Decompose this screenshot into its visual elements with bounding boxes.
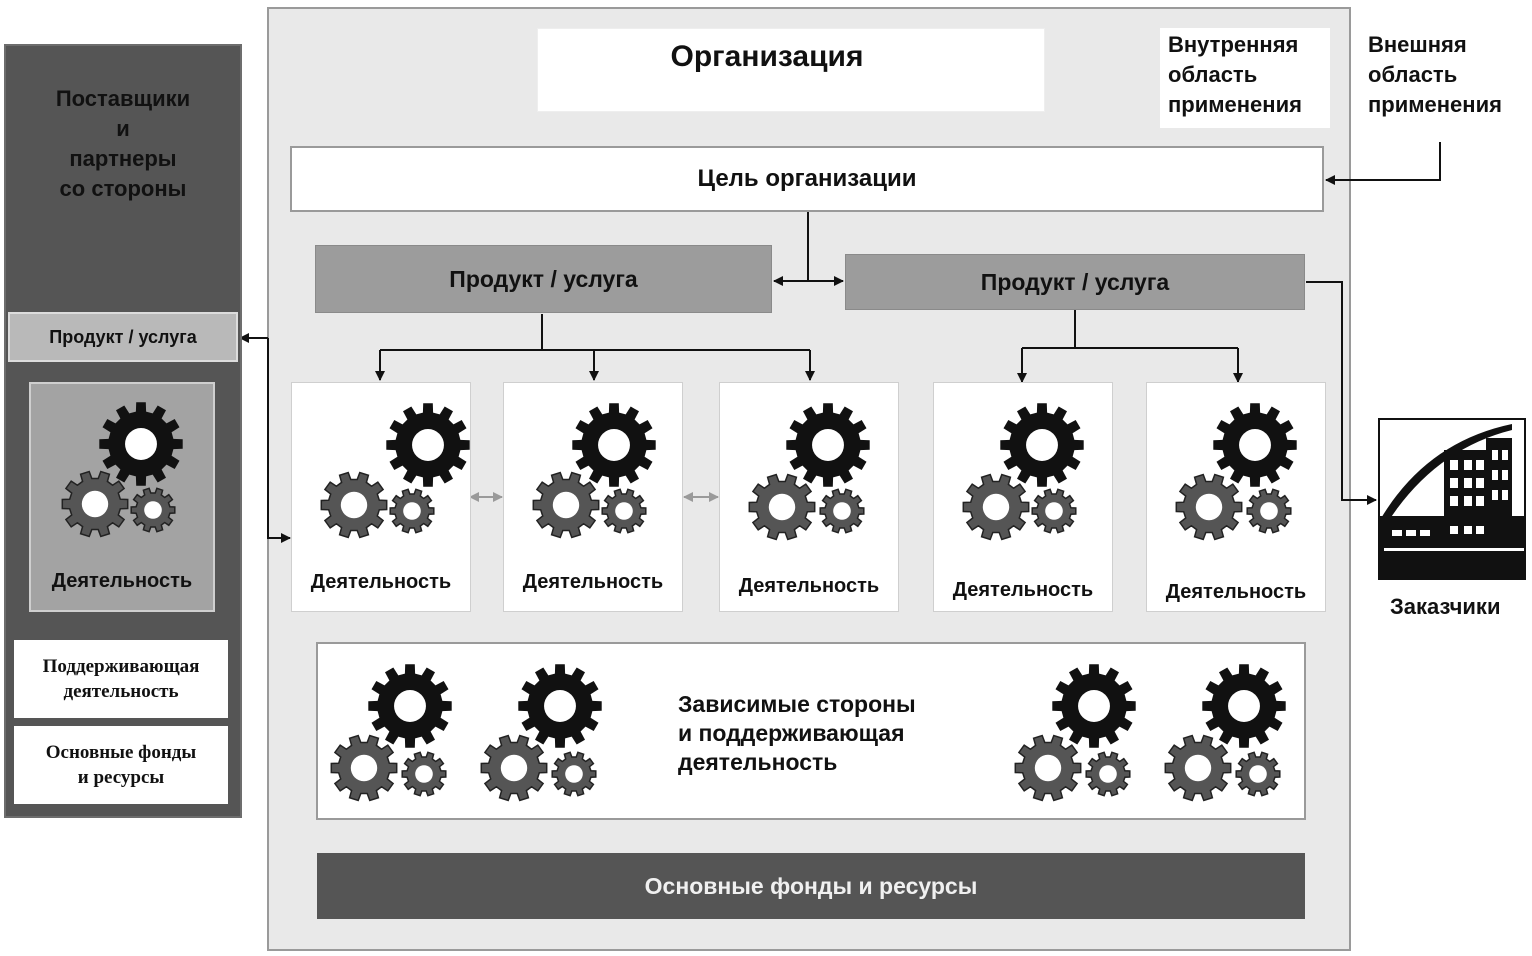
assets-resources-bar: Основные фонды и ресурсы — [317, 853, 1305, 919]
activity-label: Деятельность — [738, 575, 880, 597]
activity-card: Деятельность — [933, 382, 1113, 612]
activity-label: Деятельность — [310, 571, 452, 593]
organization-goal-box: Цель организации — [290, 146, 1324, 212]
organization-title: Организация — [670, 40, 864, 73]
gear-icon — [748, 403, 870, 541]
supplier-support-box: Поддерживающая деятельность — [14, 640, 228, 718]
activity-label: Деятельность — [522, 571, 664, 593]
organization-title-box — [537, 28, 1045, 112]
customers-label: Заказчики — [1390, 594, 1501, 619]
internal-scope-box — [1160, 28, 1330, 128]
gear-icon — [532, 403, 656, 539]
suppliers-title: Поставщики и партнеры со стороны — [55, 86, 191, 201]
supplier-product-box: Продукт / услуга — [8, 312, 238, 362]
supplier-activity-card: Деятельность — [29, 382, 215, 612]
internal-scope-label: Внутренняя область применения — [1168, 32, 1302, 117]
activity-card: Деятельность — [719, 382, 899, 612]
gear-icon — [61, 402, 183, 538]
activity-card: Деятельность — [1146, 382, 1326, 612]
activity-card: Деятельность — [291, 382, 471, 612]
supplier-activity-label: Деятельность — [51, 570, 193, 592]
activity-label: Деятельность — [952, 579, 1094, 601]
gear-icon — [962, 403, 1084, 541]
product-service-box-right: Продукт / услуга — [845, 254, 1305, 310]
building-icon — [1380, 420, 1524, 578]
gear-icon — [1175, 403, 1297, 541]
customer-building-icon — [1378, 418, 1526, 580]
external-scope-label: Внешняя область применения — [1368, 32, 1502, 117]
gear-icon — [320, 403, 470, 539]
activity-label: Деятельность — [1165, 581, 1307, 603]
activity-card: Деятельность — [503, 382, 683, 612]
product-service-box-left: Продукт / услуга — [315, 245, 772, 313]
support-activities-box: Зависимые стороны и поддерживающая деяте… — [316, 642, 1306, 820]
support-activities-label: Зависимые стороны и поддерживающая деяте… — [678, 691, 916, 775]
supplier-assets-box: Основные фонды и ресурсы — [14, 726, 228, 804]
gear-icon — [330, 664, 1286, 802]
